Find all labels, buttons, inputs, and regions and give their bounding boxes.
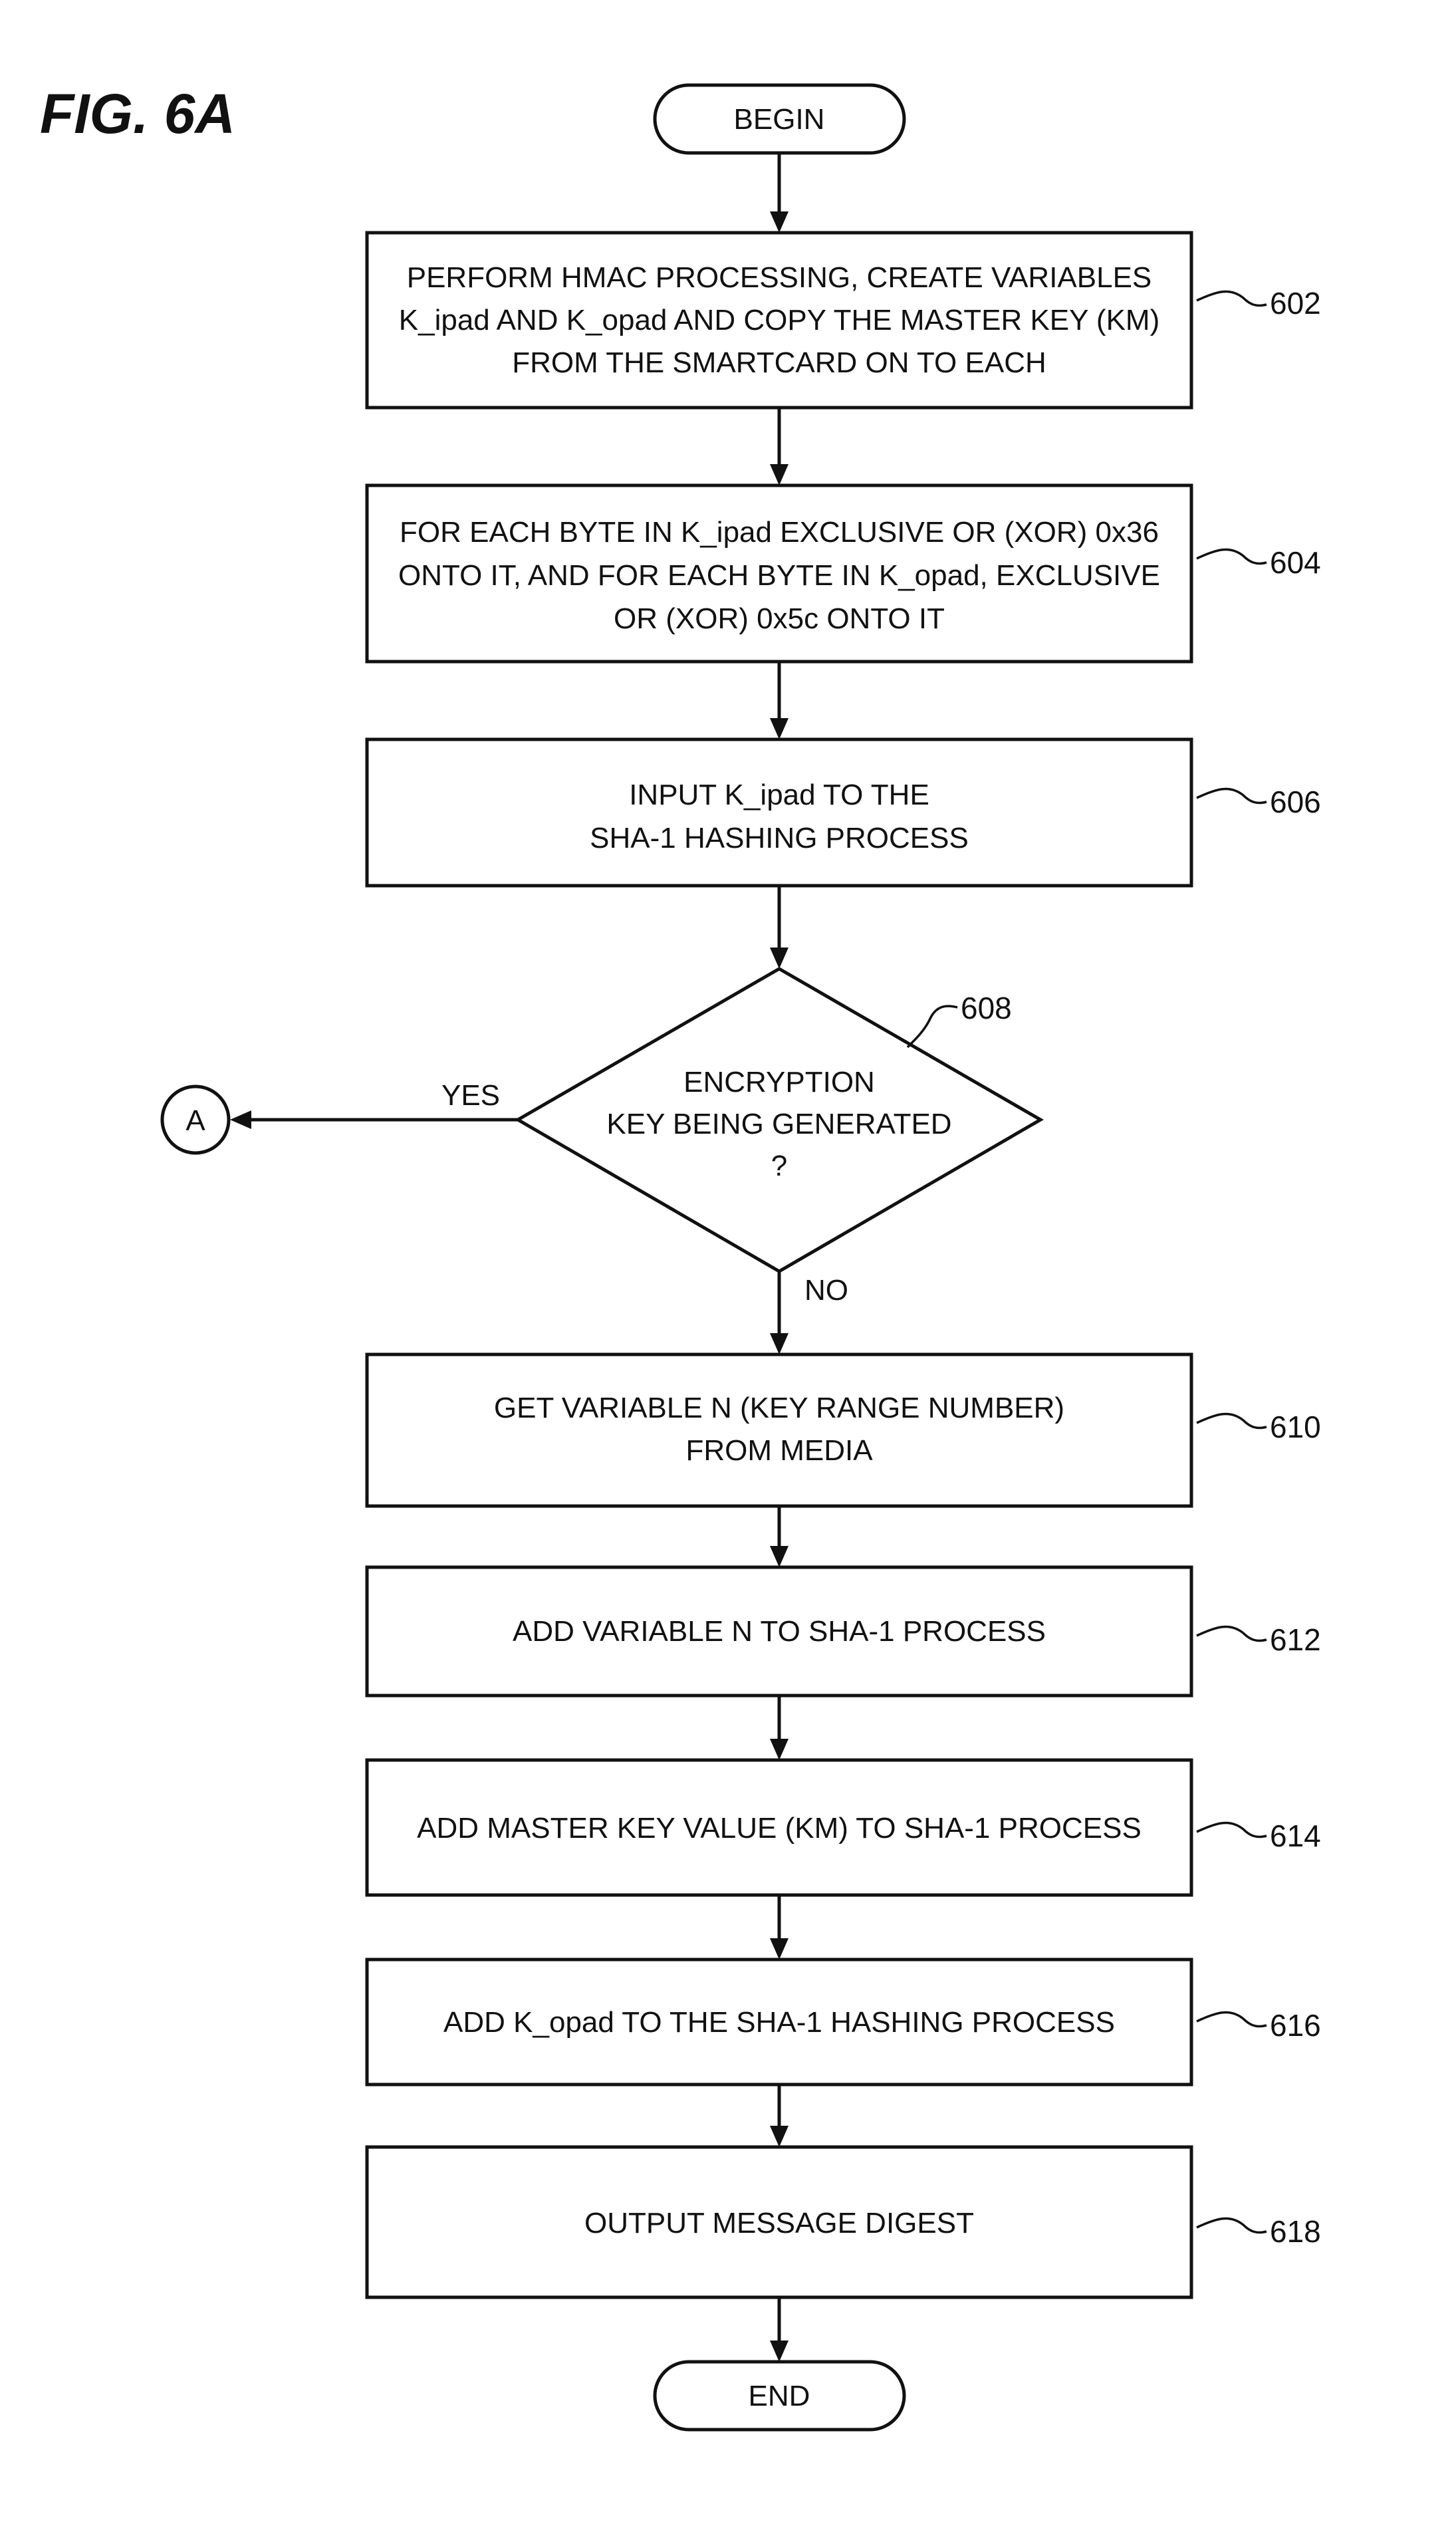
ref-616-leader xyxy=(1196,2011,1267,2028)
ref-610: 610 xyxy=(1270,1410,1321,1444)
flow-connectors xyxy=(770,153,789,2362)
step-618-box: OUTPUT MESSAGE DIGEST xyxy=(365,2145,1193,2299)
decision-608-line-2: KEY BEING GENERATED xyxy=(606,1108,951,1140)
ref-618: 618 xyxy=(1270,2214,1321,2249)
ref-602-leader xyxy=(1196,290,1267,307)
ref-602: 602 xyxy=(1270,286,1321,320)
step-602-line-2: K_ipad AND K_opad AND COPY THE MASTER KE… xyxy=(399,304,1159,336)
step-612-box: ADD VARIABLE N TO SHA-1 PROCESS xyxy=(365,1565,1193,1698)
ref-604-leader xyxy=(1196,548,1267,565)
step-604-line-2: ONTO IT, AND FOR EACH BYTE IN K_opad, EX… xyxy=(398,559,1160,592)
step-610-box: GET VARIABLE N (KEY RANGE NUMBER) FROM M… xyxy=(365,1352,1193,1508)
step-616-line-1: ADD K_opad TO THE SHA-1 HASHING PROCESS xyxy=(443,2006,1115,2039)
figure-label: FIG. 6A xyxy=(40,82,235,145)
step-604-line-3: OR (XOR) 0x5c ONTO IT xyxy=(614,602,945,635)
ref-614: 614 xyxy=(1270,1819,1321,1853)
no-label: NO xyxy=(804,1274,848,1307)
step-606-line-2: SHA-1 HASHING PROCESS xyxy=(590,822,969,854)
yes-branch-arrowhead xyxy=(230,1110,251,1129)
ref-618-leader xyxy=(1196,2217,1267,2234)
ref-610-leader xyxy=(1196,1412,1267,1430)
step-614-box: ADD MASTER KEY VALUE (KM) TO SHA-1 PROCE… xyxy=(365,1758,1193,1897)
ref-606: 606 xyxy=(1270,785,1321,819)
step-604-line-1: FOR EACH BYTE IN K_ipad EXCLUSIVE OR (XO… xyxy=(400,516,1159,549)
ref-604: 604 xyxy=(1270,545,1321,580)
ref-608-leader xyxy=(906,1005,958,1049)
yes-label: YES xyxy=(441,1079,500,1112)
connector-a-label: A xyxy=(185,1104,205,1137)
ref-612: 612 xyxy=(1270,1622,1321,1657)
decision-608-line-1: ENCRYPTION xyxy=(683,1066,875,1098)
ref-606-leader xyxy=(1196,787,1267,805)
ref-612-leader xyxy=(1196,1625,1267,1642)
begin-terminal: BEGIN xyxy=(653,83,906,155)
step-616-box: ADD K_opad TO THE SHA-1 HASHING PROCESS xyxy=(365,1958,1193,2087)
step-604-box: FOR EACH BYTE IN K_ipad EXCLUSIVE OR (XO… xyxy=(365,483,1193,664)
step-602-line-1: PERFORM HMAC PROCESSING, CREATE VARIABLE… xyxy=(407,261,1152,294)
end-terminal: END xyxy=(653,2360,906,2432)
end-label: END xyxy=(749,2380,810,2412)
step-612-line-1: ADD VARIABLE N TO SHA-1 PROCESS xyxy=(513,1615,1046,1648)
step-606-line-1: INPUT K_ipad TO THE xyxy=(629,779,929,811)
decision-608-line-3: ? xyxy=(771,1150,787,1182)
step-618-line-1: OUTPUT MESSAGE DIGEST xyxy=(584,2207,974,2239)
step-610-line-1: GET VARIABLE N (KEY RANGE NUMBER) xyxy=(494,1392,1064,1424)
step-610-line-2: FROM MEDIA xyxy=(685,1434,873,1467)
connector-a: A xyxy=(160,1084,231,1155)
ref-614-leader xyxy=(1196,1821,1267,1839)
step-602-box: PERFORM HMAC PROCESSING, CREATE VARIABLE… xyxy=(365,231,1193,410)
ref-608: 608 xyxy=(961,991,1012,1025)
step-614-line-1: ADD MASTER KEY VALUE (KM) TO SHA-1 PROCE… xyxy=(417,1812,1142,1844)
step-602-line-3: FROM THE SMARTCARD ON TO EACH xyxy=(512,346,1046,379)
begin-label: BEGIN xyxy=(734,103,825,136)
step-606-box: INPUT K_ipad TO THE SHA-1 HASHING PROCES… xyxy=(365,737,1193,888)
ref-616: 616 xyxy=(1270,2008,1321,2043)
